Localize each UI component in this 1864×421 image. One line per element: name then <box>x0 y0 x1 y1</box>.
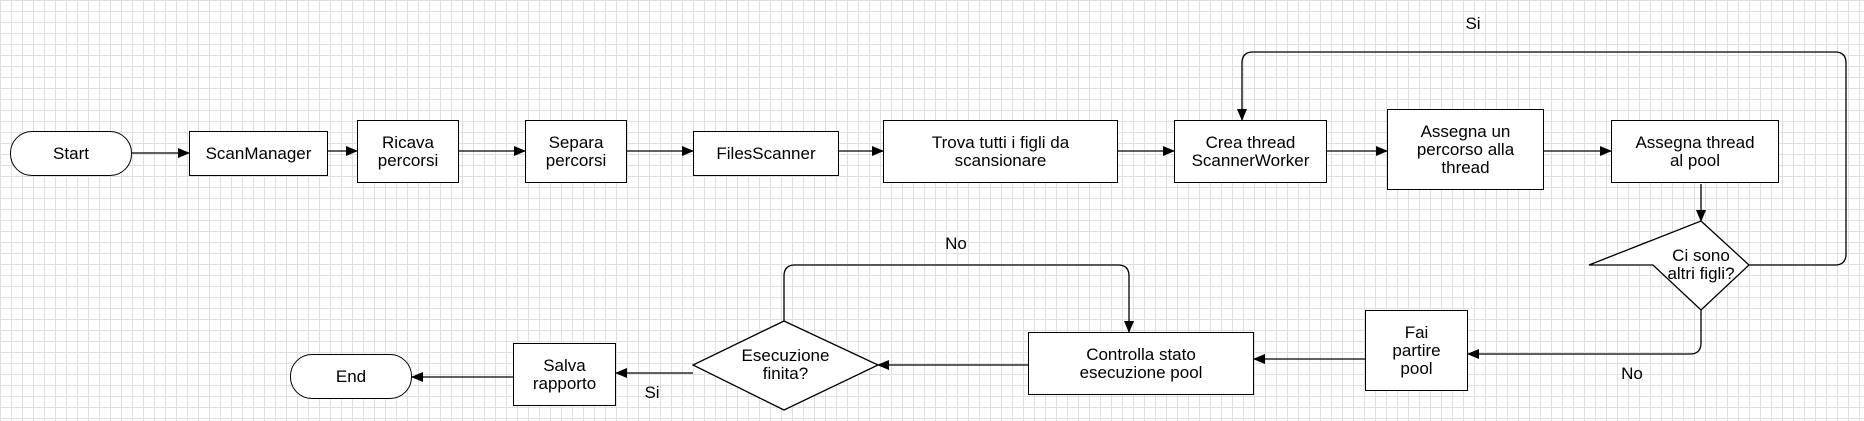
start-node: Start <box>10 131 132 176</box>
edge-esecuzione-no-loop <box>783 264 1134 333</box>
edge-decision-no-faipartire <box>1467 310 1702 359</box>
filesscanner-node: FilesScanner <box>693 131 839 176</box>
ci-sono-figli-label: Ci sono altri figli? <box>1667 246 1735 283</box>
assegna-percorso-node: Assegna un percorso alla thread <box>1387 109 1544 190</box>
decision-diamond-esecuzione <box>691 320 880 411</box>
edge-label-pool-no: No <box>1621 364 1643 383</box>
edge-label-loop-si: Si <box>1465 14 1481 33</box>
separa-percorsi-node: Separa percorsi <box>525 120 627 183</box>
assegna-pool-node: Assegna thread al pool <box>1611 120 1779 183</box>
trova-figli-node: Trova tutti i figli da scansionare <box>883 120 1118 183</box>
esecuzione-finita-label: Esecuzione finita? <box>741 346 830 383</box>
ricava-percorsi-node: Ricava percorsi <box>357 120 459 183</box>
edge-label-done-si: Si <box>644 383 660 402</box>
edge-label-wait-no: No <box>945 234 967 253</box>
controlla-stato-node: Controlla stato esecuzione pool <box>1028 332 1254 395</box>
edge-decision-si-loop <box>1237 51 1847 266</box>
crea-thread-node: Crea thread ScannerWorker <box>1174 120 1327 183</box>
scanmanager-node: ScanManager <box>189 131 328 176</box>
salva-rapporto-node: Salva rapporto <box>513 343 616 406</box>
decision-diamond-ci-sono <box>1588 220 1750 311</box>
fai-partire-pool-node: Fai partire pool <box>1365 310 1468 391</box>
end-node: End <box>290 354 412 399</box>
